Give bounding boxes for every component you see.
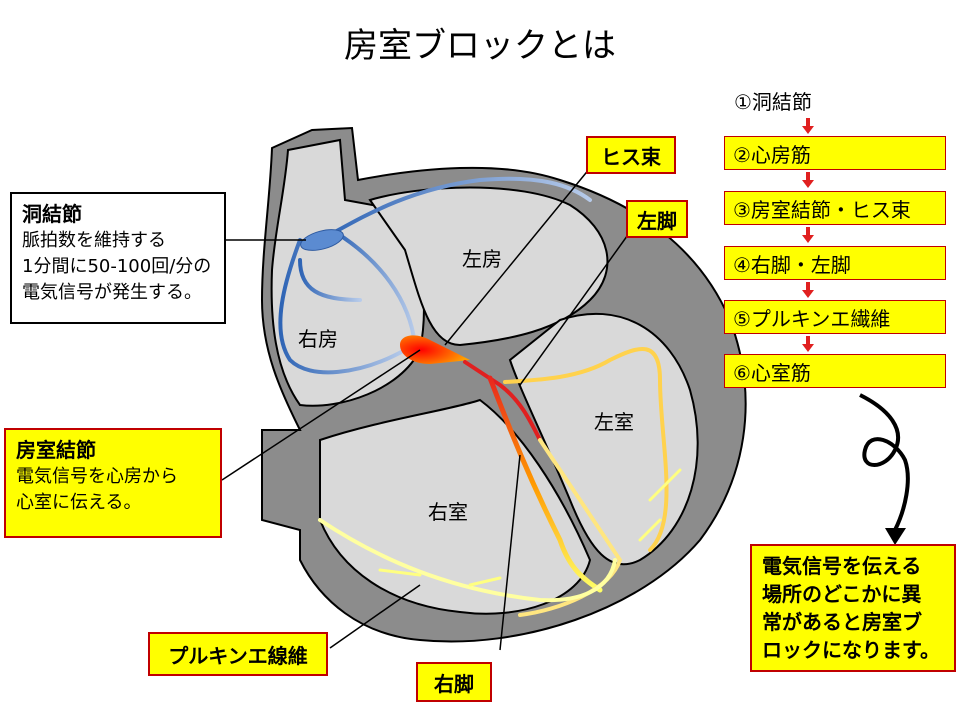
label-left-ventricle: 左室 — [594, 410, 634, 434]
warning-callout: 電気信号を伝える 場所のどこかに異 常があると房室ブ ロックになります。 — [750, 544, 956, 672]
warning-line: ロックになります。 — [762, 638, 940, 662]
warning-line: 場所のどこかに異 — [762, 582, 922, 606]
sa-node-line: 電気信号が発生する。 — [22, 282, 202, 303]
page-title: 房室ブロックとは — [344, 26, 616, 66]
flow-step-1: ①洞結節 — [734, 90, 812, 114]
flow-arrow — [802, 118, 814, 134]
label-right-ventricle: 右室 — [428, 500, 468, 524]
flow-step-4: ④右脚・左脚 — [724, 246, 946, 280]
purkinje-callout: プルキンエ線維 — [148, 632, 328, 676]
label-right-atrium: 右房 — [298, 327, 338, 351]
flow-step-3: ③房室結節・ヒス束 — [724, 191, 946, 225]
leader-lines — [221, 167, 631, 651]
flow-arrow — [802, 172, 814, 188]
av-node-callout: 房室結節 電気信号を心房から 心室に伝える。 — [4, 428, 222, 538]
av-node-line: 心室に伝える。 — [16, 492, 142, 513]
curved-arrow-head — [885, 528, 906, 545]
flow-step-6: ⑥心室筋 — [724, 354, 946, 388]
sa-node-line: 1分間に50-100回/分の — [22, 256, 212, 277]
sa-node-callout: 洞結節 脈拍数を維持する 1分間に50-100回/分の 電気信号が発生する。 — [10, 192, 226, 324]
av-node-heading: 房室結節 — [16, 438, 96, 462]
atrial-pathways — [278, 176, 592, 375]
bundle-branches — [318, 347, 682, 617]
warning-line: 常があると房室ブ — [762, 610, 922, 634]
av-node-shape — [400, 335, 470, 364]
left-atrium-chamber — [368, 186, 609, 347]
label-left-atrium: 左房 — [462, 247, 502, 271]
curved-arrow — [859, 393, 910, 531]
left-bundle-callout: 左脚 — [626, 200, 688, 238]
flow-arrow — [802, 282, 814, 298]
right-bundle-callout: 右脚 — [416, 662, 492, 702]
av-node-line: 電気信号を心房から — [16, 466, 178, 487]
his-bundle-callout: ヒス束 — [586, 136, 676, 174]
warning-line: 電気信号を伝える — [762, 554, 922, 578]
sa-node-heading: 洞結節 — [22, 202, 82, 226]
flow-arrow — [802, 336, 814, 352]
flow-arrow — [802, 227, 814, 243]
flow-step-5: ⑤プルキンエ繊維 — [724, 300, 946, 334]
flow-step-2: ②心房筋 — [724, 136, 946, 170]
sa-node-line: 脈拍数を維持する — [22, 230, 166, 251]
sa-node-shape — [300, 229, 344, 251]
